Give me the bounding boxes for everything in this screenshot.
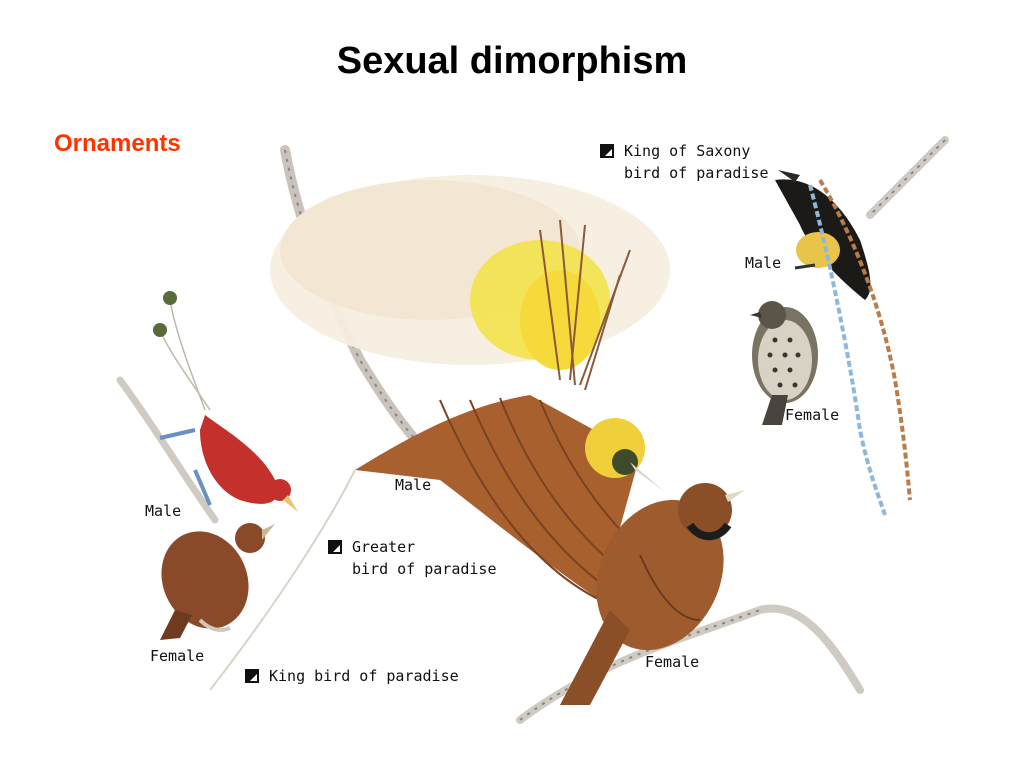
king-of-saxony-male-bird	[775, 170, 912, 516]
birds-of-paradise-illustration	[116, 136, 949, 724]
half-filled-square-icon	[245, 669, 259, 683]
branch-right-top	[866, 136, 949, 219]
label-king-female: Female	[150, 647, 205, 665]
label-greater-line1: Greater	[352, 538, 416, 556]
greater-female-bird	[560, 483, 745, 705]
slide-subtitle: Ornaments	[54, 130, 181, 157]
label-greater-female: Female	[645, 653, 700, 671]
greater-male-plumes	[270, 175, 670, 391]
label-king-name: King bird of paradise	[269, 667, 459, 685]
label-saxony-male: Male	[745, 254, 782, 272]
king-female-bird	[160, 523, 275, 640]
half-filled-square-icon	[328, 540, 342, 554]
label-king: King bird of paradise	[245, 665, 459, 687]
half-filled-square-icon	[600, 144, 614, 158]
label-greater: Greater bird of paradise	[328, 536, 497, 580]
king-of-saxony-female-bird	[750, 301, 818, 425]
greater-male-bird	[209, 175, 670, 691]
label-king-of-saxony-line1: King of Saxony	[624, 142, 751, 160]
label-greater-line2: bird of paradise	[352, 560, 497, 578]
label-king-of-saxony-line2: bird of paradise	[624, 164, 769, 182]
label-king-male: Male	[145, 502, 182, 520]
label-king-of-saxony: King of Saxony bird of paradise	[600, 140, 769, 184]
slide-title: Sexual dimorphism	[336, 40, 688, 82]
branch-left	[116, 376, 219, 524]
label-greater-male: Male	[395, 476, 432, 494]
king-male-bird	[153, 291, 298, 512]
label-saxony-female: Female	[785, 406, 840, 424]
